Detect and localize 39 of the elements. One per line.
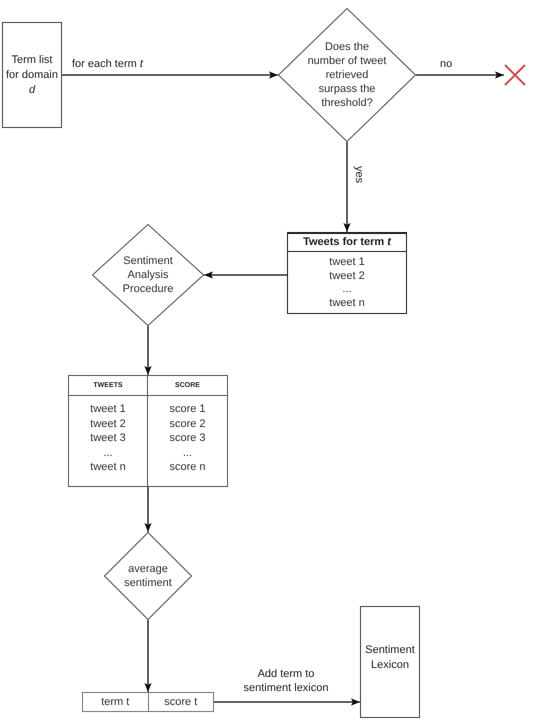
cross-icon: [504, 64, 526, 86]
list-item: tweet 2: [329, 270, 365, 283]
score-table: [68, 375, 228, 487]
list-item: ...: [342, 283, 352, 296]
table-cell: ...: [182, 446, 192, 460]
diamond-text: Sentiment Analysis Procedure: [122, 254, 174, 296]
table-cell: score 1: [169, 402, 206, 416]
arrow: [144, 326, 152, 375]
table-cell: ...: [103, 446, 113, 460]
arrow: [144, 620, 152, 692]
table-cell: tweet n: [90, 460, 126, 474]
result-row: [82, 692, 214, 712]
lexicon-box: [360, 606, 420, 718]
table-cell: tweet 3: [90, 431, 126, 446]
box-text: Term list for domain d: [5, 52, 59, 98]
table-cell: tweet 2: [90, 416, 126, 431]
decision-diamond: [92, 224, 204, 326]
row-cell-text: score t: [164, 696, 198, 708]
table-cell: tweet 1: [90, 402, 126, 416]
row-cell-text: term t: [101, 696, 130, 708]
process-box: [2, 22, 62, 128]
arrow: [416, 71, 504, 79]
table-cell: score n: [169, 460, 206, 474]
table-cell: score 3: [169, 431, 206, 446]
table-cell: score 2: [169, 416, 206, 431]
arrow: [62, 71, 278, 79]
list-item: tweet n: [329, 296, 365, 310]
arrow: [204, 271, 287, 279]
box-text: Sentiment Lexicon: [364, 643, 416, 673]
diamond-text: Does the number of tweet retrieved surpass the threshold?: [306, 40, 388, 110]
list-item: tweet 1: [329, 256, 365, 270]
decision-diamond: [278, 8, 416, 142]
diamond-text: average sentiment: [123, 562, 173, 590]
arrow: [343, 142, 351, 232]
decision-diamond: [104, 532, 192, 620]
table-header: Tweets for term t: [303, 236, 391, 249]
tweet-list-table: [287, 232, 407, 314]
arrow: [144, 487, 152, 532]
arrow: [214, 698, 360, 706]
